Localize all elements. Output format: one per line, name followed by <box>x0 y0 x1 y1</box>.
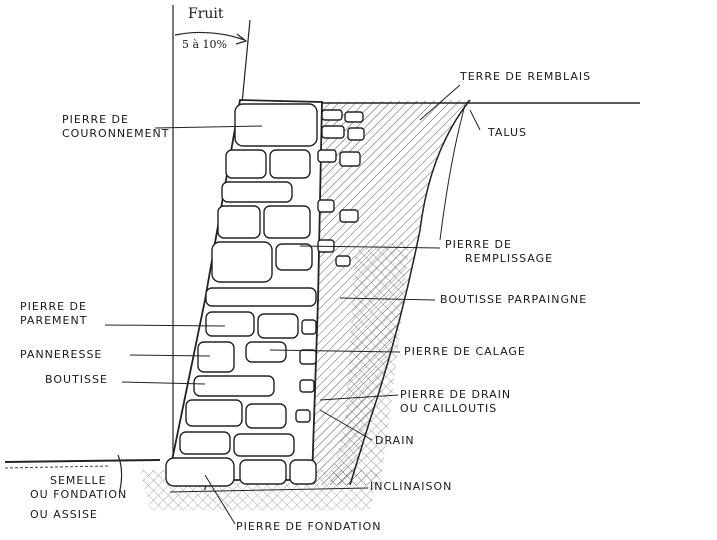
label-parement: Pierre deparement <box>20 300 87 328</box>
slope-line <box>349 99 471 486</box>
label-line: Semelle <box>50 474 107 487</box>
label-boutisse-parpaingne: Boutisse parpaingne <box>440 293 588 306</box>
label-line: ou fondation <box>30 488 128 501</box>
fruit-label: Fruit <box>188 6 224 22</box>
label-panneresse: Panneresse <box>20 348 103 361</box>
label-inclinaison: Inclinaison <box>370 480 453 493</box>
leader-lines <box>104 84 481 525</box>
label-boutisse: Boutisse <box>45 373 108 386</box>
label-pierre-drain: Pierre de drainou cailloutis <box>400 388 511 416</box>
label-line: Pierre de drain <box>400 388 512 401</box>
stones <box>165 103 365 487</box>
label-line: remplissage <box>465 252 554 265</box>
ground-line-left <box>4 459 161 463</box>
label-line: ou cailloutis <box>400 402 498 415</box>
label-remplissage: Pierre deremplissage <box>445 238 553 266</box>
label-couronnement: Pierre decouronnement <box>62 113 170 141</box>
label-talus: Talus <box>488 126 528 139</box>
label-line: Pierre de <box>62 113 129 126</box>
label-semelle: Semelleou fondation ou assise <box>30 474 127 522</box>
drain-crosshatch <box>330 240 410 485</box>
label-line: parement <box>20 314 88 327</box>
fruit-arrow <box>174 31 248 45</box>
label-line: couronnement <box>62 127 170 140</box>
label-terre-remblais: Terre de remblais <box>460 70 592 83</box>
label-fondation: Pierre de fondation <box>236 520 382 533</box>
label-line: Pierre de <box>20 300 87 313</box>
label-line: Pierre de <box>445 238 512 251</box>
label-drain: Drain <box>375 434 415 447</box>
fruit-range: 5 à 10% <box>182 38 227 51</box>
label-calage: Pierre de calage <box>404 345 526 358</box>
label-line: ou assise <box>30 508 98 521</box>
